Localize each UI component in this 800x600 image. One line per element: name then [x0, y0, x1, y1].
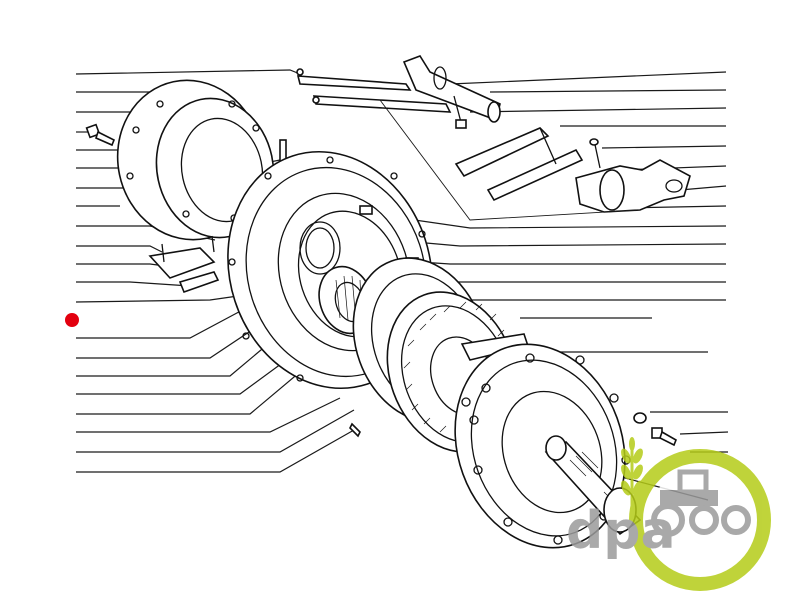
fork-hub — [599, 169, 625, 211]
flange-bolt-hole — [418, 230, 426, 238]
cross-shaft — [402, 55, 501, 122]
callout-line — [449, 71, 727, 85]
lever-bracket-rib — [539, 127, 557, 165]
cover-bolt-hole — [228, 100, 236, 108]
callout-line — [76, 333, 281, 377]
hub-spline — [335, 275, 363, 323]
cover-plate-hole — [473, 465, 483, 475]
flange-bolt-hole — [390, 172, 398, 180]
flange-bolt-hole — [326, 156, 334, 164]
lever-bracket — [454, 127, 550, 178]
bracket-plate — [148, 247, 216, 279]
small-screw — [349, 422, 361, 438]
shaft-end — [487, 101, 501, 123]
bolt-shank — [659, 430, 678, 447]
callout-line — [76, 305, 251, 339]
callout-line — [76, 397, 341, 433]
release-fork — [575, 159, 691, 213]
bracket-pin — [161, 243, 165, 263]
marker-dot — [65, 313, 79, 327]
linkage-pin — [296, 68, 304, 76]
linkage-assembly — [296, 55, 691, 221]
cover-plate-bore — [501, 390, 603, 514]
cover-bolt-hole — [132, 126, 140, 134]
lever-bracket-lower — [486, 148, 584, 202]
callout-line — [679, 185, 727, 191]
cover-bolt-hole — [156, 100, 164, 108]
cover-plate-hole — [481, 383, 491, 393]
linkage-rod-upper — [296, 75, 412, 91]
fork-eye — [665, 179, 683, 193]
wheat-icon — [621, 437, 643, 512]
callout-line — [75, 295, 239, 303]
flange-bolt-hole — [228, 258, 236, 266]
cover-plate — [454, 343, 631, 549]
cover-bolt-hole — [252, 124, 260, 132]
release-spring-coil — [305, 227, 335, 269]
flange-bolt-hole — [296, 374, 304, 382]
logo-ring — [629, 449, 771, 591]
tractor-icon — [651, 469, 751, 537]
cover-plate-hole — [461, 397, 471, 407]
brand-logo: dpa — [566, 437, 771, 591]
shaft-pin-head — [455, 119, 467, 129]
callout-line — [679, 431, 729, 435]
cover-plate-hole — [525, 353, 535, 363]
bolt-head — [85, 123, 101, 139]
front-bolts — [349, 412, 678, 447]
bolt-left — [85, 123, 116, 147]
cover-bolt-hole — [182, 210, 190, 218]
callout-line — [469, 107, 727, 113]
cover-plate-hole — [469, 415, 479, 425]
linkage-rod-middle — [312, 95, 452, 113]
callout-line — [75, 69, 301, 75]
callout-line — [601, 145, 727, 149]
cover-plate-outer — [454, 343, 626, 549]
bolt-shank — [95, 130, 116, 147]
linkage-pin — [312, 96, 320, 104]
cover-plate-hole — [553, 535, 563, 545]
logo-text: dpa — [566, 501, 676, 561]
flange-bolt-hole — [264, 172, 272, 180]
bracket-pin — [211, 235, 215, 253]
mount-bracket — [148, 235, 220, 294]
bracket-arm — [178, 271, 220, 294]
cover-plate-hole — [503, 517, 513, 527]
callout-line — [76, 281, 191, 287]
shaft-end-face — [545, 435, 567, 461]
cover-plate-ring — [470, 359, 618, 537]
release-spring — [299, 221, 341, 275]
callout-line — [489, 89, 727, 93]
callout-line — [76, 349, 301, 395]
shaft-collar — [433, 66, 447, 90]
linkage-guide — [379, 99, 641, 221]
splined-shaft — [544, 435, 642, 536]
shaft-splines — [569, 451, 627, 509]
callout-line — [76, 409, 355, 453]
callout-line — [76, 371, 301, 415]
callout-line — [76, 245, 163, 253]
callout-line — [419, 261, 726, 265]
callout-line — [76, 429, 355, 473]
cover-plate-hole — [575, 355, 585, 365]
housing-lug — [359, 205, 373, 215]
cover-bolt-hole — [126, 172, 134, 180]
cover-plate-hole — [609, 393, 619, 403]
fork-pin-head — [589, 138, 599, 146]
nut — [633, 412, 647, 424]
callout-line — [379, 214, 727, 229]
callout-lines-left — [75, 69, 355, 473]
flange-bolt-hole — [242, 332, 250, 340]
